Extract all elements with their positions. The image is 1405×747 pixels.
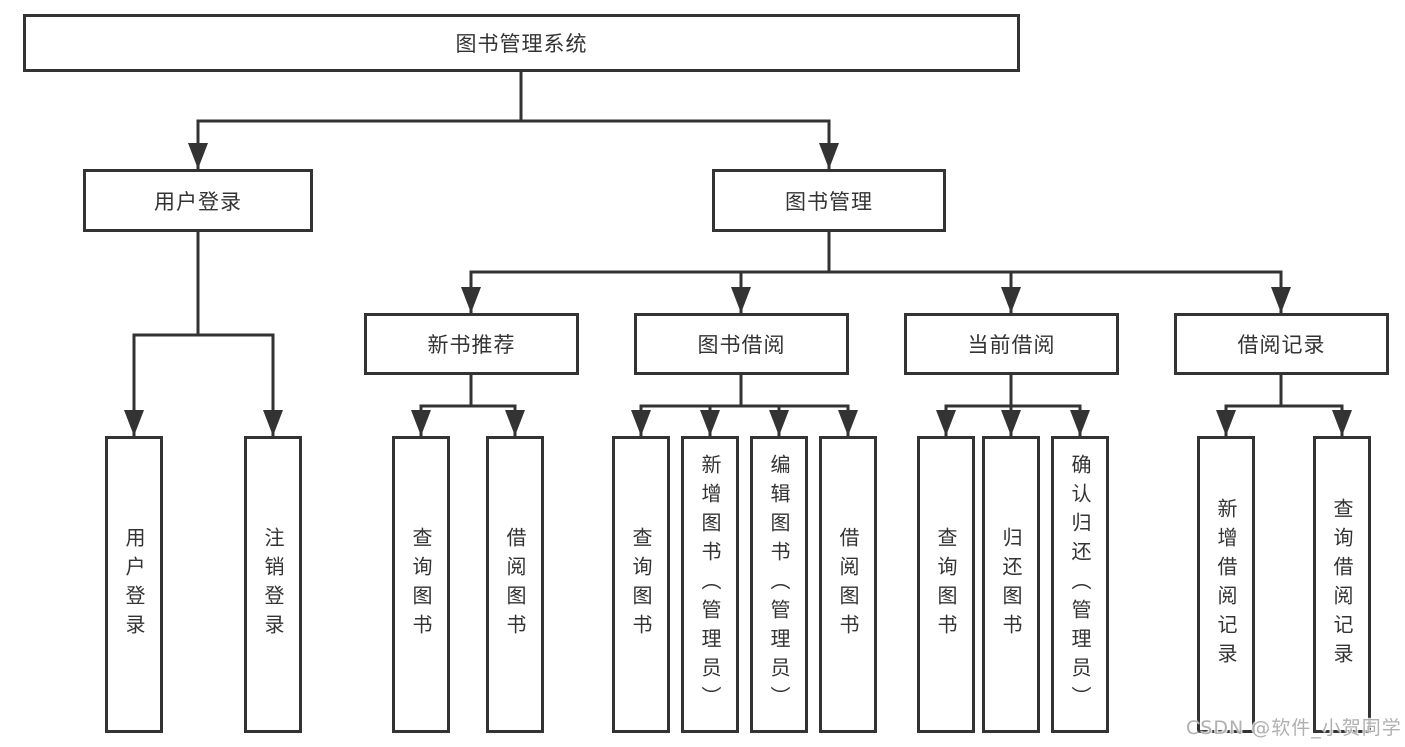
connectors-new-book-recommend-to-leaves bbox=[411, 373, 525, 438]
node-book-management-branch: 图书管理 bbox=[712, 169, 946, 232]
connectors-book-management-to-level3 bbox=[461, 230, 1291, 315]
leaf-label: 新增图书（管理员） bbox=[698, 454, 722, 715]
connectors-borrowing-records-to-leaves bbox=[1216, 373, 1352, 438]
node-user-login-branch: 用户登录 bbox=[83, 169, 313, 232]
leaf-edit-book-admin: 编辑图书（管理员） bbox=[750, 436, 808, 733]
leaf-label: 确认归还（管理员） bbox=[1068, 454, 1092, 715]
connectors-root-to-level2 bbox=[188, 70, 839, 171]
leaf-label: 查询图书 bbox=[409, 526, 433, 643]
leaf-label: 归还图书 bbox=[999, 526, 1023, 643]
leaf-add-book-admin: 新增图书（管理员） bbox=[681, 436, 739, 733]
node-label: 用户登录 bbox=[154, 189, 242, 214]
node-borrowing-records: 借阅记录 bbox=[1174, 313, 1389, 375]
leaf-query-books-current: 查询图书 bbox=[917, 436, 975, 733]
node-book-borrowing: 图书借阅 bbox=[634, 313, 849, 375]
leaf-return-books: 归还图书 bbox=[982, 436, 1040, 733]
leaf-logout: 注销登录 bbox=[244, 436, 302, 733]
node-label: 图书借阅 bbox=[697, 333, 786, 357]
connectors-current-borrowing-to-leaves bbox=[936, 373, 1090, 438]
leaf-label: 借阅图书 bbox=[836, 526, 860, 643]
leaf-query-books-borrowing: 查询图书 bbox=[612, 436, 670, 733]
leaf-label: 用户登录 bbox=[122, 526, 146, 643]
node-new-book-recommend: 新书推荐 bbox=[364, 313, 579, 375]
leaf-query-books-recommend: 查询图书 bbox=[392, 436, 450, 733]
leaf-label: 查询借阅记录 bbox=[1330, 497, 1354, 672]
leaf-label: 新增借阅记录 bbox=[1214, 497, 1238, 672]
leaf-query-borrow-record: 查询借阅记录 bbox=[1313, 436, 1371, 733]
leaf-label: 编辑图书（管理员） bbox=[767, 454, 791, 715]
leaf-user-login: 用户登录 bbox=[105, 436, 163, 733]
leaf-label: 借阅图书 bbox=[503, 526, 527, 643]
connectors-user-login-to-leaves bbox=[124, 230, 283, 438]
leaf-label: 注销登录 bbox=[261, 526, 285, 643]
leaf-label: 查询图书 bbox=[934, 526, 958, 643]
leaf-label: 查询图书 bbox=[629, 526, 653, 643]
watermark-text: CSDN @软件_小贺同学 bbox=[1186, 717, 1402, 739]
node-label: 借阅记录 bbox=[1237, 333, 1326, 357]
leaf-confirm-return-admin: 确认归还（管理员） bbox=[1051, 436, 1109, 733]
node-library-management-system: 图书管理系统 bbox=[23, 14, 1020, 72]
leaf-add-borrow-record: 新增借阅记录 bbox=[1197, 436, 1255, 733]
node-label: 新书推荐 bbox=[427, 333, 516, 357]
node-label: 图书管理 bbox=[785, 189, 873, 214]
leaf-borrow-books-recommend: 借阅图书 bbox=[486, 436, 544, 733]
connectors-book-borrowing-to-leaves bbox=[631, 373, 858, 438]
node-label: 当前借阅 bbox=[967, 333, 1056, 357]
node-current-borrowing: 当前借阅 bbox=[904, 313, 1119, 375]
leaf-borrow-books-borrowing: 借阅图书 bbox=[819, 436, 877, 733]
node-label: 图书管理系统 bbox=[455, 32, 588, 56]
